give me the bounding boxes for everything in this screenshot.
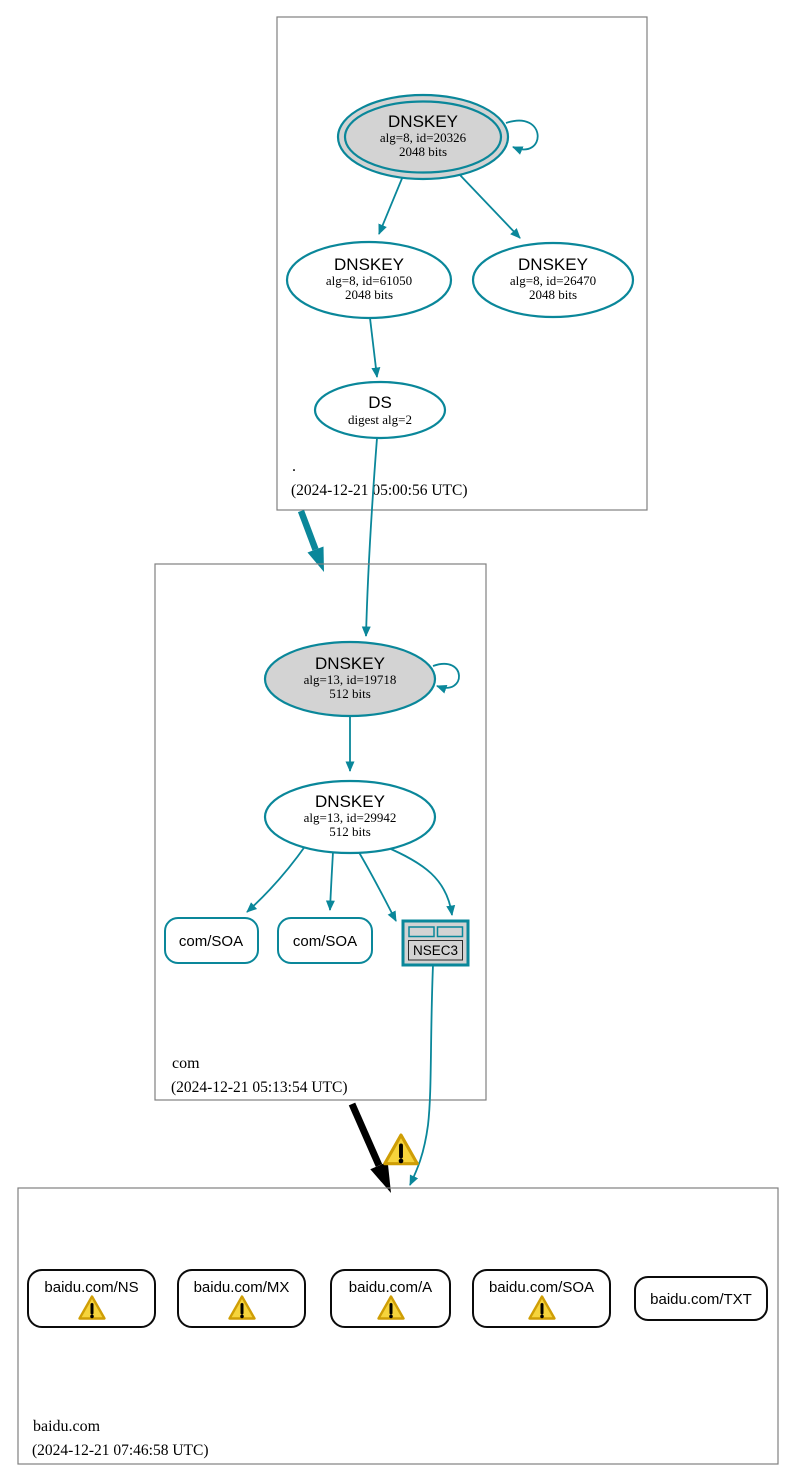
edge-root-ksk-to-key26470 bbox=[458, 173, 521, 239]
node-label: baidu.com/SOA bbox=[489, 1279, 594, 1296]
node-label: baidu.com/NS bbox=[44, 1279, 138, 1296]
root-key-26470-ellipse bbox=[471, 241, 635, 319]
edge-root-ksk-selfloop bbox=[505, 119, 539, 155]
delegation-arrow-head bbox=[370, 1161, 391, 1193]
node-baidu-mx[interactable]: baidu.com/MX bbox=[177, 1269, 306, 1328]
zone-root: . (2024-12-21 05:00:56 UTC) bbox=[276, 16, 648, 511]
baidu-txt-box bbox=[634, 1276, 768, 1321]
node-com-nsec3[interactable]: NSEC3 bbox=[401, 919, 470, 967]
zone-com: com (2024-12-21 05:13:54 UTC) bbox=[154, 563, 487, 1101]
delegation-arrow-root-com bbox=[297, 509, 324, 572]
zone-box-root bbox=[276, 16, 648, 511]
edge-com-zsk-to-nsec3-left bbox=[356, 848, 397, 922]
zone-timestamp-baidu-com: (2024-12-21 07:46:58 UTC) bbox=[32, 1442, 209, 1459]
node-root-ksk[interactable]: DNSKEY alg=8, id=20326 2048 bits bbox=[336, 93, 510, 181]
com-soa-2-box bbox=[277, 917, 373, 964]
zone-name-root: . bbox=[292, 458, 296, 475]
node-label: com/SOA bbox=[293, 933, 357, 950]
delegation-arrow-shaft bbox=[348, 1102, 383, 1167]
nsec3-label-box bbox=[408, 940, 463, 961]
node-detail: alg=8, id=26470 bbox=[510, 273, 596, 288]
delegation-arrow-com-baidu bbox=[348, 1102, 391, 1193]
node-label: com/SOA bbox=[179, 933, 243, 950]
node-title: DS bbox=[368, 393, 392, 412]
zone-name-baidu-com: baidu.com bbox=[33, 1418, 101, 1435]
edge-root-zsk-to-ds bbox=[369, 317, 381, 378]
node-bits: 2048 bits bbox=[399, 144, 447, 159]
node-baidu-txt[interactable]: baidu.com/TXT bbox=[634, 1276, 768, 1321]
nsec3-cell-left bbox=[408, 926, 435, 938]
node-baidu-soa[interactable]: baidu.com/SOA bbox=[472, 1269, 611, 1328]
zone-box-baidu-com bbox=[17, 1187, 779, 1465]
zone-timestamp-root: (2024-12-21 05:00:56 UTC) bbox=[291, 482, 468, 499]
node-title: DNSKEY bbox=[388, 112, 458, 131]
node-detail: alg=8, id=20326 bbox=[380, 130, 467, 145]
node-root-zsk[interactable]: DNSKEY alg=8, id=61050 2048 bits bbox=[285, 240, 453, 320]
zone-box-com bbox=[154, 563, 487, 1101]
node-baidu-ns[interactable]: baidu.com/NS bbox=[27, 1269, 156, 1328]
node-com-zsk[interactable]: DNSKEY alg=13, id=29942 512 bits bbox=[263, 779, 437, 855]
com-ksk-ellipse bbox=[263, 640, 437, 718]
warning-icon bbox=[382, 1133, 420, 1166]
delegation-arrow-shaft bbox=[297, 509, 319, 551]
root-zsk-ellipse bbox=[285, 240, 453, 320]
node-label: baidu.com/MX bbox=[194, 1279, 290, 1296]
root-ds-ellipse bbox=[313, 380, 447, 440]
node-com-ksk[interactable]: DNSKEY alg=13, id=19718 512 bits bbox=[263, 640, 437, 718]
delegation-arrow-head bbox=[307, 546, 324, 572]
node-root-key-26470[interactable]: DNSKEY alg=8, id=26470 2048 bits bbox=[471, 241, 635, 319]
node-detail: alg=8, id=61050 bbox=[326, 273, 412, 288]
zone-name-com: com bbox=[172, 1055, 200, 1072]
node-detail: digest alg=2 bbox=[348, 412, 412, 427]
edge-com-zsk-to-nsec3-top bbox=[383, 845, 456, 916]
edge-com-zsk-to-soa2 bbox=[325, 851, 335, 911]
com-soa-1-box bbox=[164, 917, 259, 964]
node-baidu-a[interactable]: baidu.com/A bbox=[330, 1269, 451, 1328]
node-bits: 512 bits bbox=[329, 686, 371, 701]
node-bits: 2048 bits bbox=[529, 287, 577, 302]
edge-ds-to-com-ksk bbox=[361, 437, 378, 637]
root-ksk-inner-ellipse bbox=[343, 100, 503, 174]
node-detail: alg=13, id=29942 bbox=[304, 810, 397, 825]
edge-nsec3-to-baidu bbox=[409, 964, 434, 1186]
node-title: DNSKEY bbox=[315, 654, 385, 673]
node-label: NSEC3 bbox=[413, 943, 458, 958]
zone-baidu-com: baidu.com (2024-12-21 07:46:58 UTC) bbox=[17, 1187, 779, 1465]
edge-com-ksk-selfloop bbox=[432, 663, 460, 694]
zone-timestamp-com: (2024-12-21 05:13:54 UTC) bbox=[171, 1079, 348, 1096]
node-com-soa-2[interactable]: com/SOA bbox=[277, 917, 373, 964]
nsec3-cell-right bbox=[436, 926, 464, 938]
node-bits: 512 bits bbox=[329, 824, 371, 839]
node-com-soa-1[interactable]: com/SOA bbox=[164, 917, 259, 964]
node-title: DNSKEY bbox=[315, 792, 385, 811]
com-zsk-ellipse bbox=[263, 779, 437, 855]
node-root-ds[interactable]: DS digest alg=2 bbox=[313, 380, 447, 440]
node-label: baidu.com/A bbox=[349, 1279, 432, 1296]
node-bits: 2048 bits bbox=[345, 287, 393, 302]
node-label: baidu.com/TXT bbox=[650, 1291, 752, 1308]
node-detail: alg=13, id=19718 bbox=[304, 672, 397, 687]
edge-com-zsk-to-soa1 bbox=[246, 844, 307, 913]
node-title: DNSKEY bbox=[334, 255, 404, 274]
node-title: DNSKEY bbox=[518, 255, 588, 274]
edge-root-ksk-to-zsk bbox=[378, 175, 404, 235]
